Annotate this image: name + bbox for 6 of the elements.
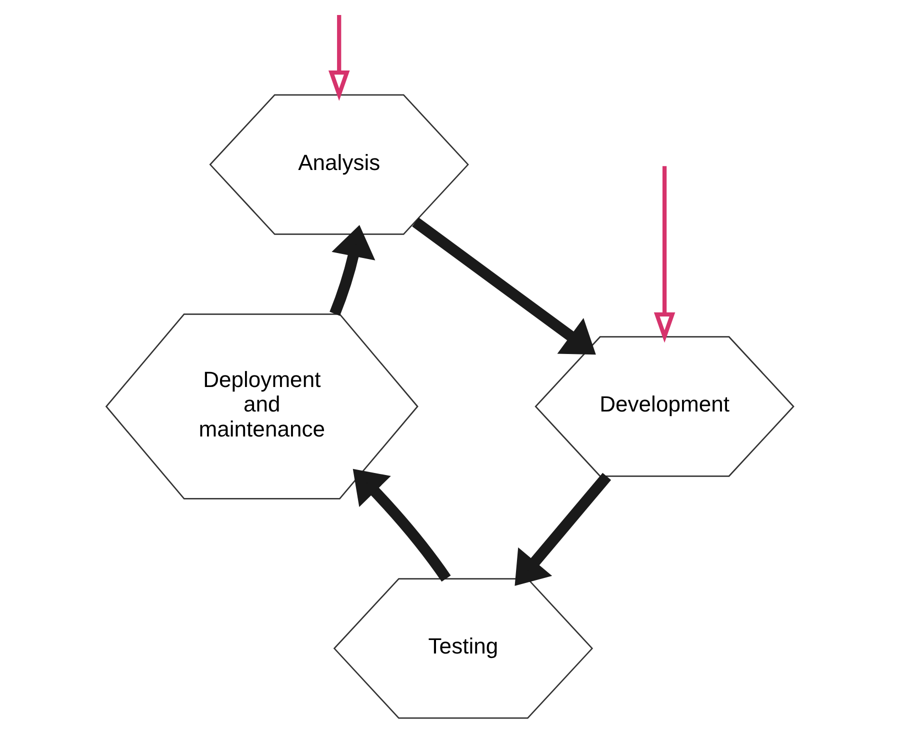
arrow <box>329 225 375 316</box>
arrow <box>514 472 611 586</box>
arrow <box>412 218 596 355</box>
arrow <box>352 468 450 582</box>
arrow <box>653 166 675 343</box>
arrow <box>328 15 350 101</box>
